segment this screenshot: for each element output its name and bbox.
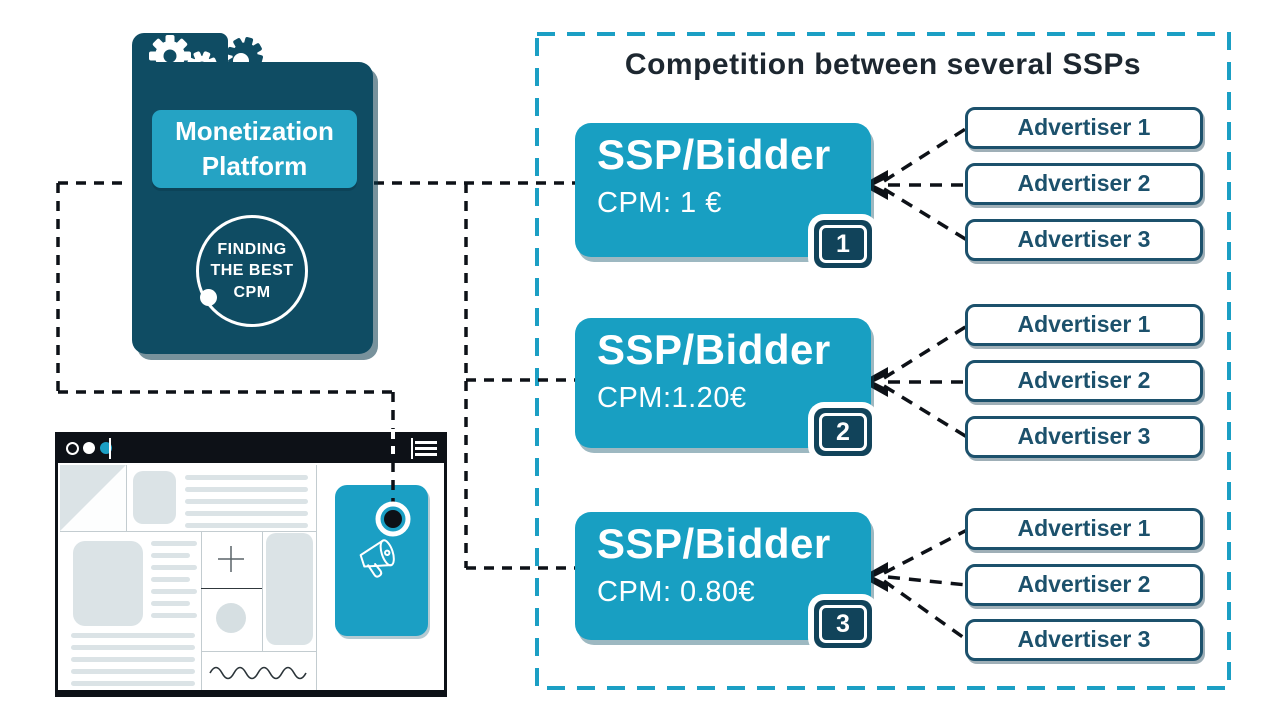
panel-divider	[201, 588, 262, 589]
monetization-platform-box: Monetization Platform FINDING THE BEST C…	[132, 62, 373, 354]
rank-badge-3: 3	[814, 600, 872, 648]
window-dot-icon	[66, 442, 79, 455]
advertiser-box: Advertiser 2	[965, 163, 1203, 205]
advertiser-box: Advertiser 1	[965, 107, 1203, 149]
seal-text-line: FINDING	[217, 240, 287, 258]
panel-divider	[60, 531, 316, 532]
wave-icon	[209, 666, 307, 680]
advertiser-box: Advertiser 1	[965, 508, 1203, 550]
ssp-name: SSP/Bidder	[597, 520, 831, 567]
rank-badge-1: 1	[814, 220, 872, 268]
advertiser-box: Advertiser 2	[965, 564, 1203, 606]
panel-divider	[316, 465, 317, 690]
hamburger-menu-icon	[415, 441, 437, 459]
ssp-name: SSP/Bidder	[597, 131, 831, 178]
advertiser-box: Advertiser 3	[965, 416, 1203, 458]
ad-placement	[335, 485, 428, 636]
panel-divider	[201, 531, 202, 690]
advertiser-box: Advertiser 1	[965, 304, 1203, 346]
advertiser-box: Advertiser 3	[965, 619, 1203, 661]
rank-badge-2: 2	[814, 408, 872, 456]
circle-placeholder	[216, 603, 246, 633]
image-placeholder	[73, 541, 143, 626]
text-line-placeholder	[71, 633, 195, 693]
rank-number: 3	[819, 605, 867, 643]
seal-dot	[200, 289, 217, 306]
browser-titlebar	[57, 434, 445, 463]
panel-divider	[201, 651, 316, 652]
rank-number: 1	[819, 225, 867, 263]
image-placeholder	[60, 465, 126, 531]
window-dot-icon	[83, 442, 95, 454]
text-line-placeholder	[185, 475, 308, 535]
titlebar-divider	[411, 438, 413, 459]
image-placeholder	[266, 533, 313, 645]
image-placeholder	[133, 471, 176, 524]
plus-icon	[218, 546, 244, 572]
panel-divider	[262, 531, 263, 651]
text-line-placeholder	[151, 541, 197, 625]
finding-best-cpm-seal: FINDING THE BEST CPM	[196, 215, 308, 327]
ssp-name: SSP/Bidder	[597, 326, 831, 373]
advertiser-box: Advertiser 2	[965, 360, 1203, 402]
browser-window-mockup	[55, 432, 447, 697]
competition-title: Competition between several SSPs	[624, 48, 1142, 81]
panel-divider	[126, 465, 127, 531]
advertiser-box: Advertiser 3	[965, 219, 1203, 261]
platform-label-line: Monetization	[175, 115, 334, 146]
titlebar-divider	[109, 438, 111, 459]
platform-label: Monetization Platform	[152, 110, 357, 188]
seal-text-line: CPM	[233, 283, 271, 301]
rank-number: 2	[819, 413, 867, 451]
platform-label-line: Platform	[201, 151, 308, 181]
ssp-cpm: CPM: 1 €	[597, 187, 722, 220]
megaphone-icon	[359, 539, 395, 578]
seal-text-line: THE BEST	[210, 262, 294, 280]
